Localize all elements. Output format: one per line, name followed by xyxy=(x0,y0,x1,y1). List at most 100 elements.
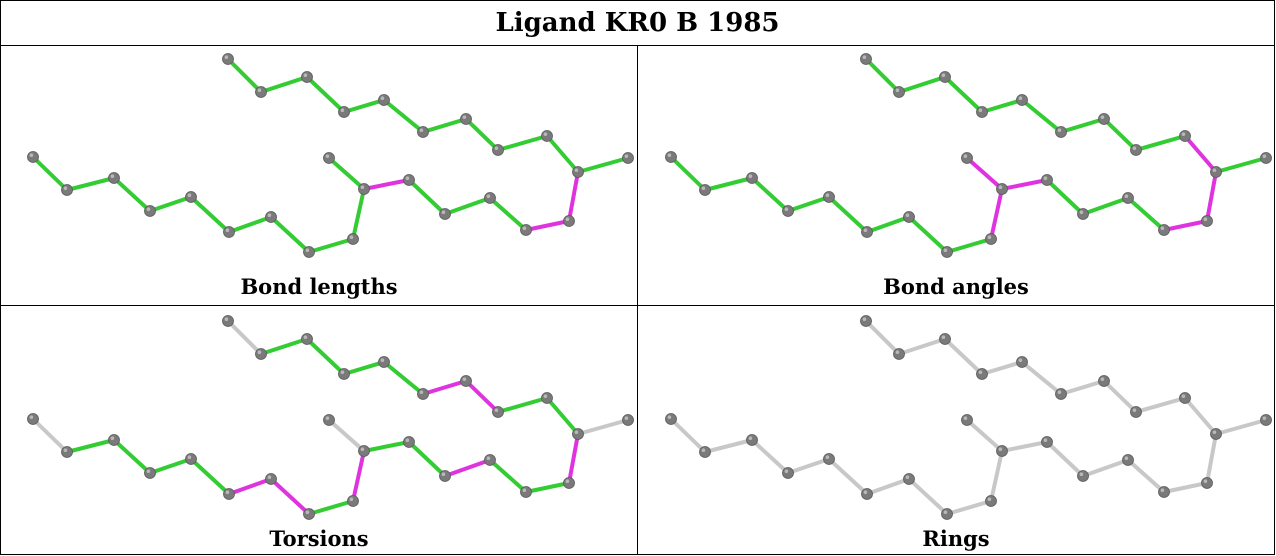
atom xyxy=(255,86,267,98)
bond xyxy=(488,458,528,494)
bond xyxy=(227,215,273,234)
atom-highlight xyxy=(441,472,446,476)
atom-highlight xyxy=(895,350,900,354)
atom xyxy=(1055,388,1067,400)
atom-highlight xyxy=(941,335,946,339)
atom xyxy=(746,172,758,184)
atom xyxy=(484,454,496,466)
bond xyxy=(1102,379,1138,414)
bond xyxy=(1183,396,1218,436)
bond xyxy=(382,360,425,396)
bond xyxy=(669,417,707,454)
bond xyxy=(907,215,949,254)
bond xyxy=(112,176,152,213)
atom-highlight xyxy=(419,390,424,394)
bond xyxy=(421,379,468,396)
bond xyxy=(576,418,630,436)
bond xyxy=(865,215,911,234)
bond xyxy=(1081,196,1130,216)
atom xyxy=(417,126,429,138)
atom-highlight xyxy=(462,377,467,381)
bond xyxy=(943,337,984,376)
bond xyxy=(545,396,580,436)
atom xyxy=(484,192,496,204)
atom-highlight xyxy=(1212,430,1217,434)
atom xyxy=(985,495,997,507)
row-divider-upper xyxy=(1,305,1274,306)
atom-highlight xyxy=(1124,194,1129,198)
bond xyxy=(407,440,447,478)
atom xyxy=(303,508,315,520)
atom-highlight xyxy=(963,416,968,420)
atom-highlight xyxy=(303,73,308,77)
bond xyxy=(407,178,447,216)
atom xyxy=(403,174,415,186)
atom xyxy=(961,152,973,164)
atom-highlight xyxy=(574,168,579,172)
atom-highlight xyxy=(565,479,570,483)
atom xyxy=(622,152,634,164)
atom xyxy=(1077,208,1089,220)
bond xyxy=(148,195,193,213)
bond xyxy=(362,178,411,191)
atom xyxy=(1158,486,1170,498)
bond xyxy=(827,457,869,496)
atom-highlight xyxy=(667,415,672,419)
atom xyxy=(782,467,794,479)
atom xyxy=(622,414,634,426)
atom xyxy=(1179,130,1191,142)
atom-highlight xyxy=(187,455,192,459)
atom xyxy=(823,453,835,465)
atom-highlight xyxy=(522,488,527,492)
bond xyxy=(351,187,366,241)
molecule-bond-lengths xyxy=(27,53,634,258)
atom xyxy=(108,172,120,184)
atom-highlight xyxy=(224,55,229,59)
atom xyxy=(941,246,953,258)
atom-highlight xyxy=(225,228,230,232)
atom-highlight xyxy=(624,416,629,420)
atom-highlight xyxy=(360,185,365,189)
atom-highlight xyxy=(305,510,310,514)
atom-highlight xyxy=(305,248,310,252)
atom xyxy=(439,470,451,482)
atom-highlight xyxy=(1262,416,1267,420)
caption-bond-angles: Bond angles xyxy=(883,274,1029,299)
atom-highlight xyxy=(905,475,910,479)
atom-highlight xyxy=(543,132,548,136)
atom xyxy=(941,508,953,520)
atom-highlight xyxy=(187,193,192,197)
atom xyxy=(541,130,553,142)
atom xyxy=(541,392,553,404)
atom-highlight xyxy=(257,88,262,92)
column-divider xyxy=(637,46,638,555)
atom-highlight xyxy=(1018,358,1023,362)
atom xyxy=(572,428,584,440)
atom xyxy=(699,184,711,196)
atom-highlight xyxy=(494,146,499,150)
bond xyxy=(827,195,869,234)
atom xyxy=(1130,406,1142,418)
atom xyxy=(1201,215,1213,227)
atom-highlight xyxy=(1181,394,1186,398)
atom-highlight xyxy=(340,108,345,112)
atom xyxy=(492,144,504,156)
atom-highlight xyxy=(667,153,672,157)
bond xyxy=(464,379,500,414)
atom xyxy=(338,106,350,118)
bond xyxy=(421,117,468,134)
bond xyxy=(1059,117,1106,134)
atom-highlight xyxy=(624,154,629,158)
atom-highlight xyxy=(784,469,789,473)
atom xyxy=(27,151,39,163)
atom-highlight xyxy=(862,55,867,59)
bond xyxy=(342,360,386,376)
atom xyxy=(861,226,873,238)
bond xyxy=(443,458,492,478)
atom xyxy=(1055,126,1067,138)
bond xyxy=(989,449,1004,503)
atom-highlight xyxy=(862,317,867,321)
atom xyxy=(223,488,235,500)
atom xyxy=(61,184,73,196)
bond xyxy=(269,477,311,516)
